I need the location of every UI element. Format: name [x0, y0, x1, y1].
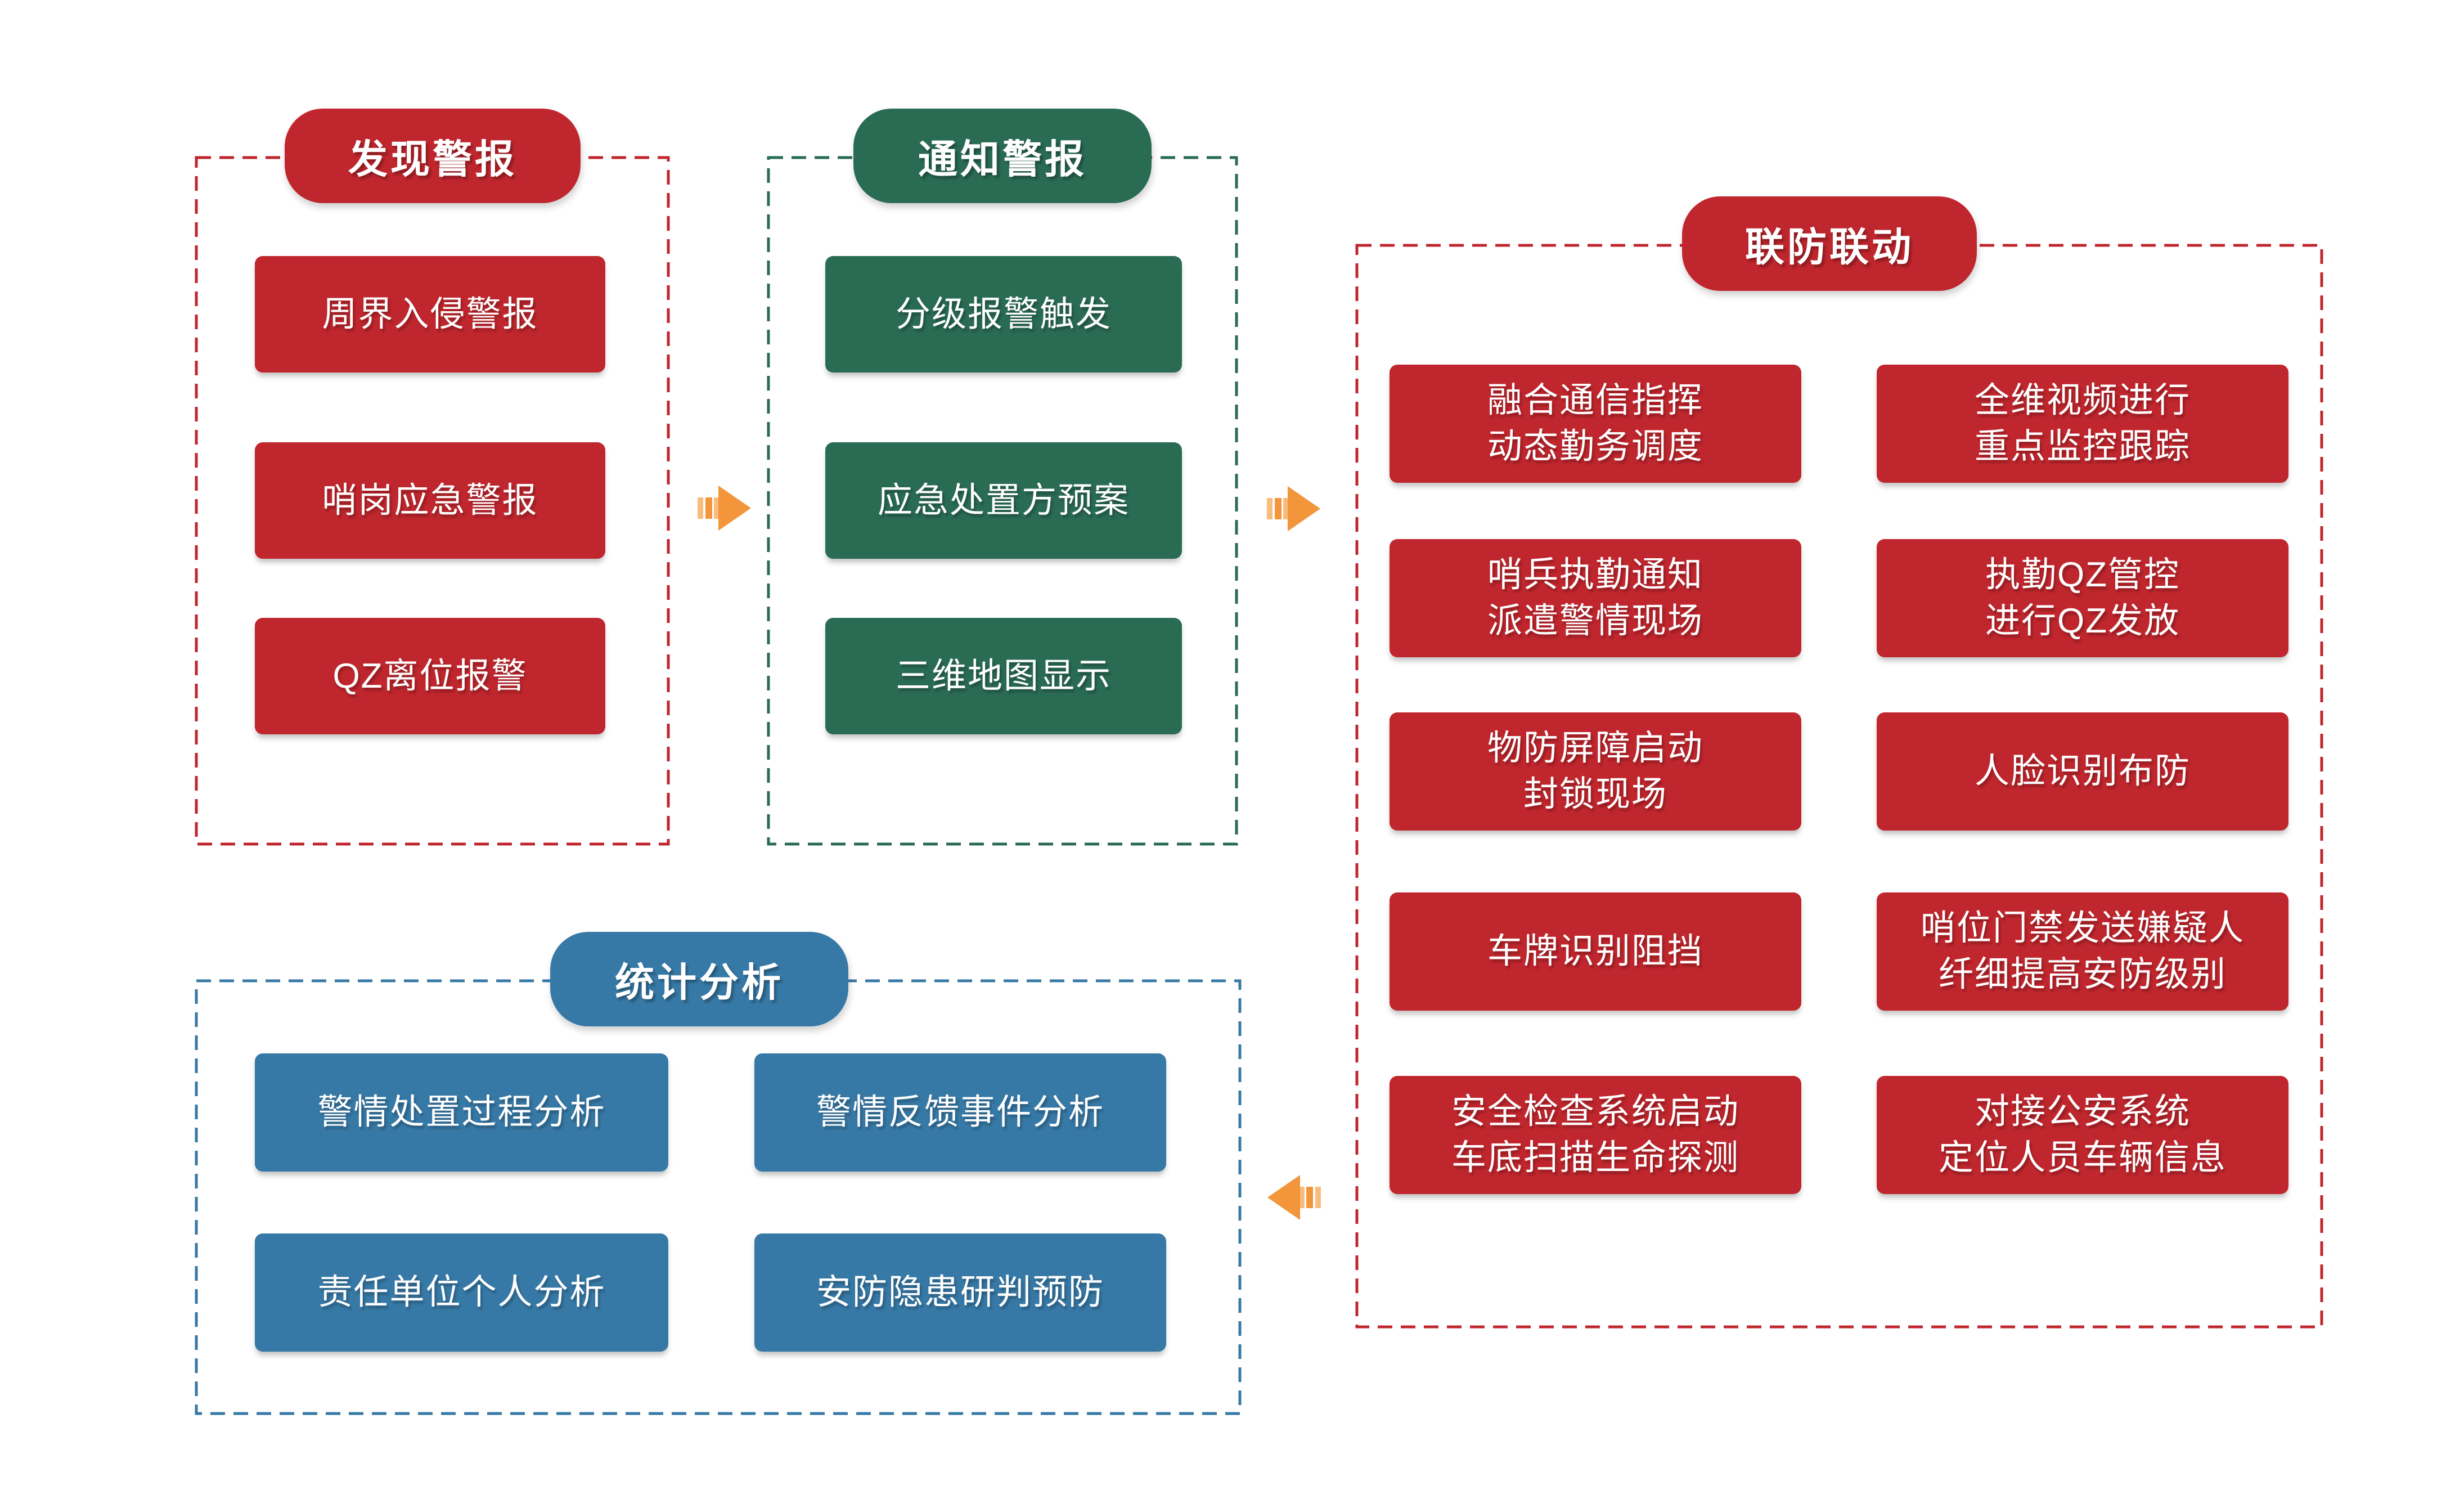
box-label: 分级报警触发	[895, 294, 1112, 334]
notify-box-0: 分级报警触发	[825, 256, 1182, 373]
box-label-line1: 安全检查系统启动	[1451, 1092, 1739, 1132]
box-label-line2: 进行QZ发放	[1985, 602, 2180, 640]
header-label: 联防联动	[1745, 225, 1914, 269]
section-discover-header: 发现警报	[285, 109, 581, 203]
box-label: QZ离位报警	[332, 656, 528, 696]
stats-box-r0-left: 警情处置过程分析	[255, 1053, 668, 1172]
box-label-line2: 重点监控跟踪	[1974, 427, 2191, 466]
box-label: 安防隐患研判预防	[816, 1273, 1104, 1312]
linkage-box-r2-right: 人脸识别布防	[1877, 712, 2288, 831]
box-label-line2: 派遣警情现场	[1487, 602, 1703, 640]
section-stats-header: 统计分析	[550, 932, 848, 1026]
linkage-box-r1-right: 执勤QZ管控 进行QZ发放	[1877, 539, 2288, 657]
box-label-line2: 车底扫描生命探测	[1451, 1138, 1739, 1177]
notify-box-2: 三维地图显示	[825, 618, 1182, 734]
box-label-line1: 全维视频进行	[1974, 381, 2191, 420]
box-label-line1: 对接公安系统	[1974, 1092, 2191, 1132]
box-label-line1: 执勤QZ管控	[1985, 555, 2180, 595]
arrow-left-icon	[1267, 1175, 1321, 1220]
stats-box-r0-right: 警情反馈事件分析	[754, 1053, 1166, 1172]
stats-box-r1-left: 责任单位个人分析	[255, 1233, 668, 1352]
stats-box-r1-right: 安防隐患研判预防	[754, 1233, 1166, 1352]
box-label: 三维地图显示	[895, 656, 1112, 696]
box-label-line1: 哨位门禁发送嫌疑人	[1920, 909, 2245, 948]
header-label: 通知警报	[918, 137, 1087, 181]
linkage-box-r2-left: 物防屏障启动 封锁现场	[1390, 712, 1801, 831]
linkage-box-r3-right: 哨位门禁发送嫌疑人 纤细提高安防级别	[1877, 892, 2288, 1011]
linkage-box-r1-left: 哨兵执勤通知 派遣警情现场	[1390, 539, 1801, 657]
box-label-line2: 动态勤务调度	[1487, 427, 1703, 466]
box-label-line1: 哨兵执勤通知	[1487, 555, 1703, 595]
arrow-right-icon	[698, 486, 751, 531]
box-label-line1: 车牌识别阻挡	[1487, 932, 1703, 971]
box-label-line2: 定位人员车辆信息	[1938, 1138, 2227, 1177]
arrow-right-icon	[1267, 486, 1320, 531]
box-label: 周界入侵警报	[322, 294, 538, 334]
box-label-line1: 融合通信指挥	[1487, 381, 1703, 420]
section-notify-header: 通知警报	[853, 109, 1152, 203]
box-label: 警情处置过程分析	[317, 1093, 606, 1132]
linkage-box-r4-right: 对接公安系统 定位人员车辆信息	[1877, 1076, 2288, 1194]
linkage-box-r3-left: 车牌识别阻挡	[1390, 892, 1801, 1011]
notify-box-1: 应急处置方预案	[825, 442, 1182, 559]
header-label: 统计分析	[615, 960, 784, 1004]
box-label: 警情反馈事件分析	[816, 1093, 1104, 1132]
discover-box-0: 周界入侵警报	[255, 256, 605, 373]
box-label: 哨岗应急警报	[322, 481, 538, 520]
dashed-border-icon	[1355, 244, 2323, 1329]
discover-box-2: QZ离位报警	[255, 618, 605, 734]
header-label: 发现警报	[348, 137, 517, 181]
section-linkage-panel	[1355, 244, 2323, 1329]
linkage-box-r4-left: 安全检查系统启动 车底扫描生命探测	[1390, 1076, 1801, 1194]
linkage-box-r0-right: 全维视频进行 重点监控跟踪	[1877, 365, 2288, 483]
box-label-line1: 物防屏障启动	[1487, 729, 1703, 768]
box-label: 责任单位个人分析	[317, 1273, 606, 1312]
box-label-line2: 纤细提高安防级别	[1938, 955, 2227, 994]
box-label: 应急处置方预案	[877, 481, 1130, 520]
discover-box-1: 哨岗应急警报	[255, 442, 605, 559]
section-linkage-header: 联防联动	[1682, 196, 1977, 291]
box-label-line1: 人脸识别布防	[1974, 752, 2191, 791]
box-label-line2: 封锁现场	[1523, 775, 1667, 814]
linkage-box-r0-left: 融合通信指挥 动态勤务调度	[1390, 365, 1801, 483]
